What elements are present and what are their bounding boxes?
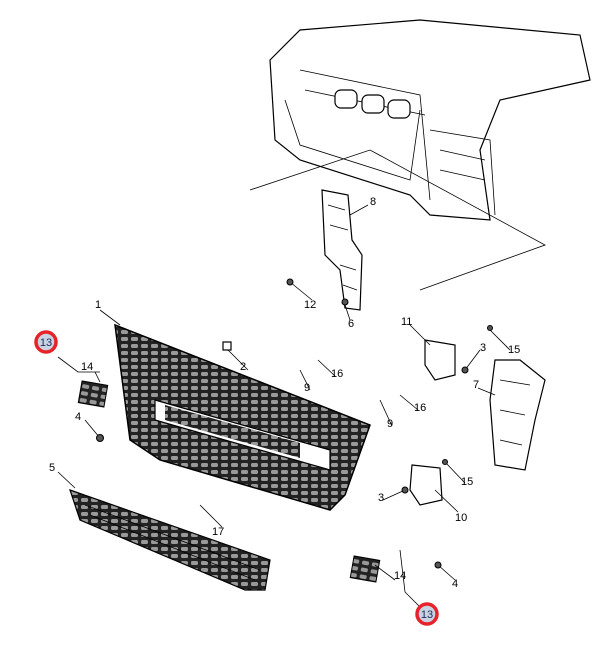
callout-9: 9 xyxy=(387,418,393,430)
callout-13-label: 13 xyxy=(421,609,433,621)
insert-left xyxy=(77,380,109,408)
callout-14: 14 xyxy=(394,570,406,582)
callout-11: 11 xyxy=(401,316,412,328)
callout-labels: 1 2 3 3 4 4 5 6 7 8 9 9 10 11 12 14 14 1… xyxy=(49,196,520,590)
callout-16: 16 xyxy=(414,402,426,414)
callout-9: 9 xyxy=(304,382,310,394)
callout-3: 3 xyxy=(378,492,384,504)
callout-2: 2 xyxy=(240,361,246,373)
radiator-support xyxy=(249,19,591,291)
callout-7: 7 xyxy=(473,379,479,391)
callout-16: 16 xyxy=(331,368,343,380)
callout-3: 3 xyxy=(480,342,486,354)
grille-assembly xyxy=(114,323,371,511)
highlight-callout-13[interactable]: 13 xyxy=(415,602,439,626)
callout-8: 8 xyxy=(370,196,376,208)
lower-grille xyxy=(69,489,271,591)
callout-15: 15 xyxy=(461,476,473,488)
callout-13-label: 13 xyxy=(40,337,52,349)
fasteners xyxy=(96,278,493,569)
callout-10: 10 xyxy=(455,512,467,524)
callout-17: 17 xyxy=(212,526,224,538)
callout-6: 6 xyxy=(348,318,354,330)
callout-12: 12 xyxy=(304,299,316,311)
callout-5: 5 xyxy=(49,462,55,474)
leader-lines xyxy=(57,204,511,608)
callout-1: 1 xyxy=(95,299,101,311)
bracket-11 xyxy=(424,339,456,381)
callout-4: 4 xyxy=(75,411,81,423)
callout-15: 15 xyxy=(508,344,520,356)
highlight-callout-13[interactable]: 13 xyxy=(34,330,58,354)
callout-14: 14 xyxy=(81,361,93,373)
center-bracket xyxy=(321,189,363,311)
side-bracket xyxy=(489,359,546,471)
insert-right xyxy=(349,555,381,583)
callout-4: 4 xyxy=(452,578,458,590)
bracket-10 xyxy=(409,464,443,506)
